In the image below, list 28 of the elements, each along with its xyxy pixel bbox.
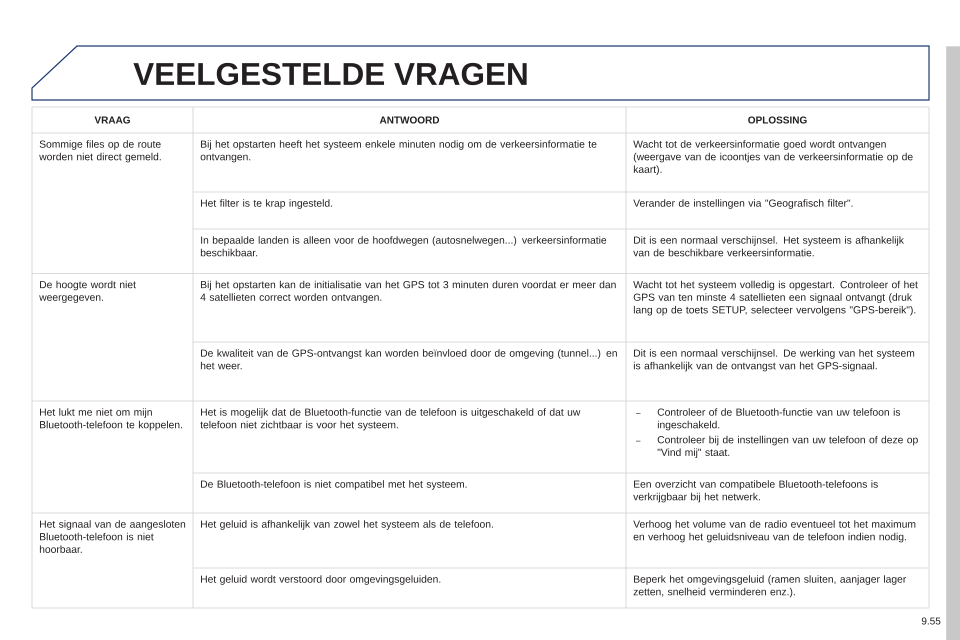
answer-text: In bepaalde landen is alleen voor de hoofdwegen (autosnelwegen...) verkeersinformatie beschikbaar. [200, 236, 606, 256]
answer-text: Het is mogelijk dat de Bluetooth-functie van de telefoon is uitgeschakeld of dat uw telefoon niet zichtbaar is voor het systeem. [200, 408, 580, 430]
column-header: ANTWOORD [380, 116, 440, 124]
question-text: De hoogte wordt niet weergegeven. [39, 280, 136, 303]
solution-text: Wacht tot de verkeersinformatie goed wordt ontvangen (weergave van de icoontjes van de verkeersinformatie op de kaart). [633, 140, 913, 175]
question-text: Het signaal van de aangesloten Bluetooth-telefoon is niet hoorbaar. [40, 520, 186, 553]
side-tab [946, 46, 960, 640]
list-item: Controleer of de Bluetooth-functie van uw telefoon is ingeschakeld. [636, 408, 900, 430]
solution-text: Een overzicht van compatibele Bluetooth-telefoons is verkrijgbaar bij het netwerk. [633, 480, 878, 502]
column-header: OPLOSSING [748, 116, 807, 124]
solution-text: Verander de instellingen via "Geografisch filter". [633, 199, 853, 209]
solution-text: Beperk het omgevingsgeluid (ramen sluiten, aanjager lager zetten, snelheid verminderen enz.). [634, 575, 906, 598]
solution-text: Wacht tot het systeem volledig is opgestart. Controleer of het GPS van ten minste 4 satellieten een signaal ontvangt (druk lang op de toets SETUP, selecteer vervolgens "GPS-bereik"). [633, 280, 918, 316]
answer-text: Het geluid is afhankelijk van zowel het systeem als de telefoon. [201, 520, 493, 530]
answer-text: Bij het opstarten heeft het systeem enkele minuten nodig om de verkeersinformatie te ontvangen. [200, 140, 596, 162]
answer-text: Het geluid wordt verstoord door omgevingsgeluiden. [201, 575, 440, 585]
solution-text: Verhoog het volume van de radio eventueel tot het maximum en verhoog het geluidsniveau van de telefoon indien nodig. [633, 520, 916, 542]
solution-text: Dit is een normaal verschijnsel. Het systeem is afhankelijk van de beschikbare verkeersinformatie. [633, 236, 904, 256]
solution-text: Dit is een normaal verschijnsel. De werking van het systeem is afhankelijk van de ontvangst van het GPS-signaal. [634, 349, 914, 372]
answer-text: Bij het opstarten kan de initialisatie van het GPS tot 3 minuten duren voordat er meer dan 4 satellieten correct worden ontvangen. [200, 280, 616, 303]
answer-text: De kwaliteit van de GPS-ontvangst kan worden beïnvloed door de omgeving (tunnel...) en het weer. [200, 349, 617, 370]
list-item: Controleer bij de instellingen van uw telefoon of deze op "Vind mij" staat. [636, 436, 918, 458]
answer-text: De Bluetooth-telefoon is niet compatibel met het systeem. [201, 480, 467, 490]
question-text: Sommige files op de route worden niet direct gemeld. [39, 140, 161, 162]
title-banner: VEELGESTELDE VRAGEN [31, 45, 930, 101]
question-text: Het lukt me niet om mijn Bluetooth-telefoon te koppelen. [40, 408, 182, 430]
column-header: VRAAG [94, 116, 130, 124]
answer-text: Het filter is te krap ingesteld. [201, 199, 332, 209]
